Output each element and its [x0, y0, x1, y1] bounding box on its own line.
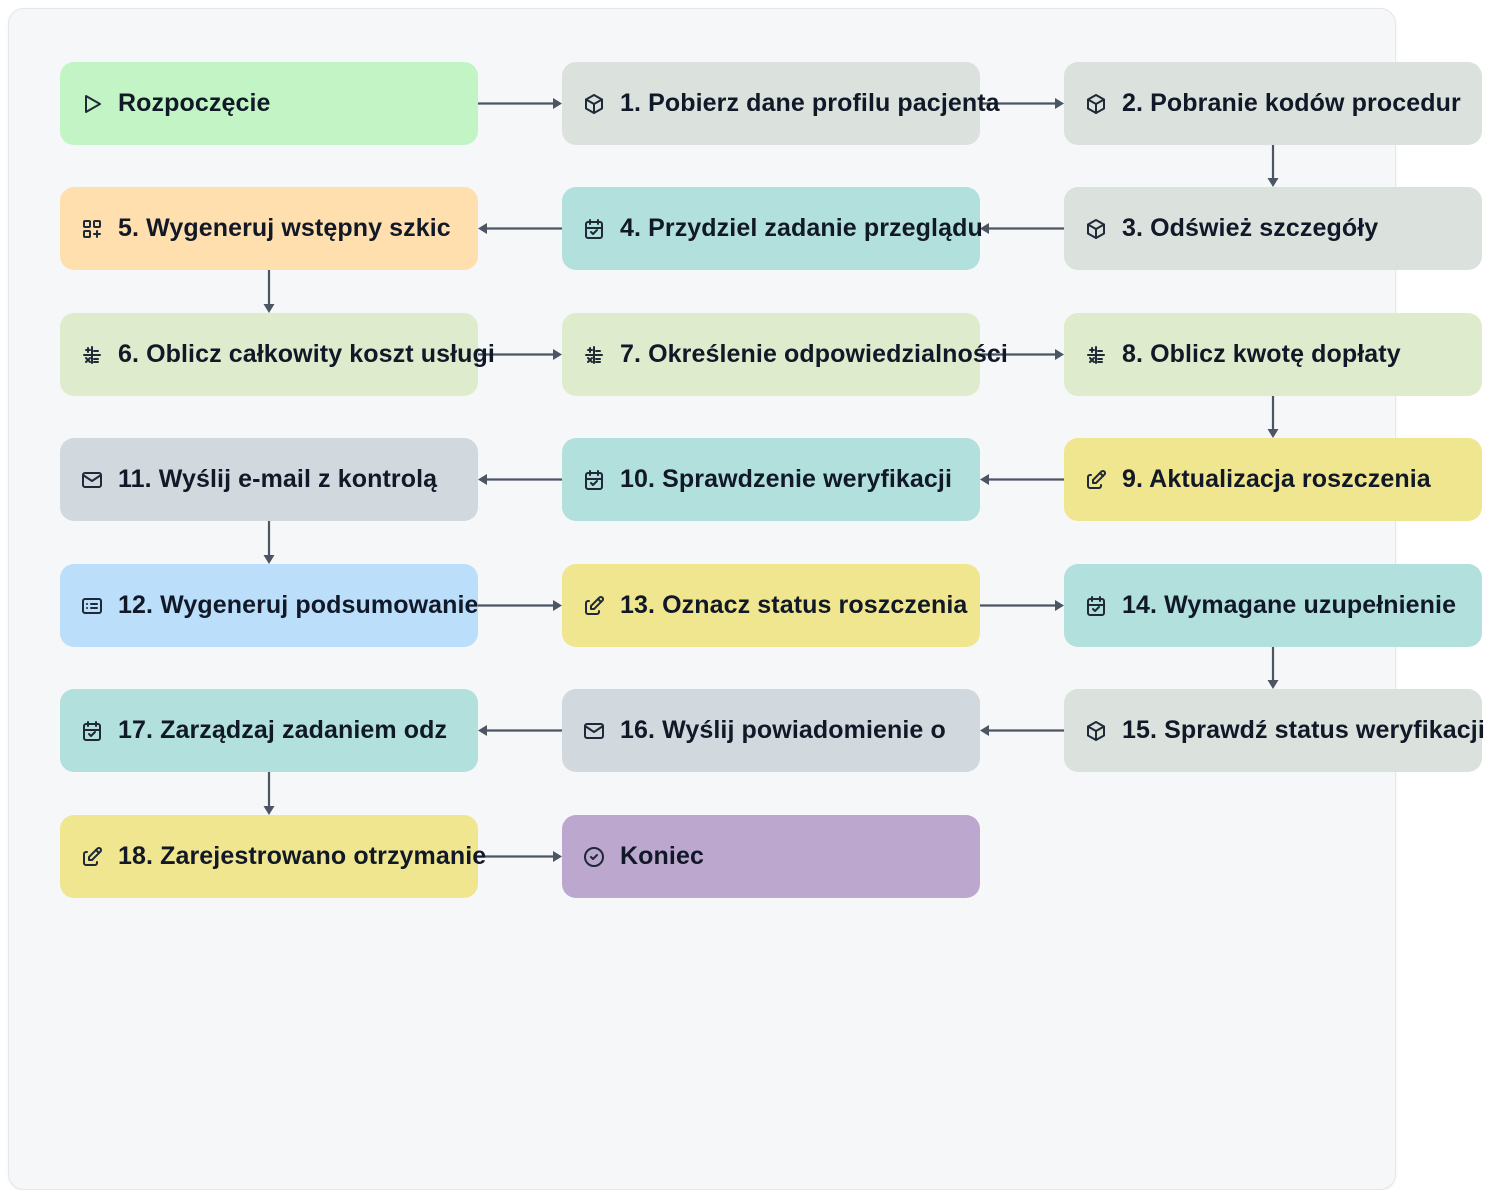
- calculator-icon: [80, 343, 104, 367]
- workflow-node[interactable]: 8. Oblicz kwotę dopłaty: [1064, 313, 1482, 396]
- connector-arrow: [1267, 396, 1279, 438]
- workflow-node[interactable]: 7. Określenie odpowiedzialności: [562, 313, 1008, 396]
- node-label: 4. Przydziel zadanie przeglądu: [620, 214, 983, 242]
- box-icon: [1084, 719, 1108, 743]
- node-label: 18. Zarejestrowano otrzymanie: [118, 842, 487, 870]
- node-label: 16. Wyślij powiadomienie o: [620, 716, 946, 744]
- workflow-node[interactable]: 5. Wygeneruj wstępny szkic: [60, 187, 478, 270]
- calendar-check-icon: [1084, 594, 1108, 618]
- workflow-node[interactable]: 12. Wygeneruj podsumowanie: [60, 564, 478, 647]
- connector-arrow: [478, 98, 562, 109]
- calendar-check-icon: [582, 468, 606, 492]
- connector-arrow: [478, 725, 562, 736]
- workflow-node[interactable]: 1. Pobierz dane profilu pacjenta: [562, 62, 1000, 145]
- workflow-node[interactable]: 16. Wyślij powiadomienie o: [562, 689, 980, 772]
- apps-add-icon: [80, 217, 104, 241]
- workflow-node[interactable]: 11. Wyślij e-mail z kontrolą: [60, 438, 478, 521]
- workflow-node[interactable]: Rozpoczęcie: [60, 62, 478, 145]
- node-label: 14. Wymagane uzupełnienie: [1122, 591, 1457, 619]
- calendar-check-icon: [80, 719, 104, 743]
- workflow-node[interactable]: 9. Aktualizacja roszczenia: [1064, 438, 1482, 521]
- workflow-node[interactable]: 17. Zarządzaj zadaniem odz: [60, 689, 478, 772]
- connector-arrow: [980, 725, 1064, 736]
- connector-arrow: [478, 223, 562, 234]
- node-label: 15. Sprawdź status weryfikacji: [1122, 716, 1485, 744]
- node-label: 2. Pobranie kodów procedur: [1122, 89, 1461, 117]
- box-icon: [582, 92, 606, 116]
- connector-arrow: [263, 270, 275, 313]
- edit-icon: [1084, 468, 1108, 492]
- workflow-node[interactable]: 18. Zarejestrowano otrzymanie: [60, 815, 487, 898]
- connector-arrow: [263, 772, 275, 815]
- connector-arrow: [478, 474, 562, 485]
- node-label: 11. Wyślij e-mail z kontrolą: [118, 465, 438, 493]
- node-label: 3. Odśwież szczegóły: [1122, 214, 1379, 242]
- connector-arrow: [980, 474, 1064, 485]
- workflow-node[interactable]: 14. Wymagane uzupełnienie: [1064, 564, 1482, 647]
- node-label: 13. Oznacz status roszczenia: [620, 591, 968, 619]
- list-details-icon: [80, 594, 104, 618]
- workflow-node[interactable]: 2. Pobranie kodów procedur: [1064, 62, 1482, 145]
- circle-check-icon: [582, 845, 606, 869]
- node-label: 12. Wygeneruj podsumowanie: [118, 591, 479, 619]
- mail-icon: [80, 468, 104, 492]
- workflow-node[interactable]: Koniec: [562, 815, 980, 898]
- node-label: 10. Sprawdzenie weryfikacji: [620, 465, 953, 493]
- node-label: 7. Określenie odpowiedzialności: [620, 340, 1008, 368]
- connector-arrow: [478, 600, 562, 611]
- calculator-icon: [1084, 343, 1108, 367]
- connector-arrow: [1267, 145, 1279, 187]
- node-label: 17. Zarządzaj zadaniem odz: [118, 716, 448, 744]
- connector-arrow: [980, 600, 1064, 611]
- calendar-check-icon: [582, 217, 606, 241]
- connector-arrow: [478, 851, 562, 862]
- connector-arrow: [263, 521, 275, 564]
- node-label: 8. Oblicz kwotę dopłaty: [1122, 340, 1401, 368]
- calculator-icon: [582, 343, 606, 367]
- workflow-canvas: Rozpoczęcie 1. Pobierz dane profilu pacje…: [8, 8, 1485, 1190]
- node-label: 1. Pobierz dane profilu pacjenta: [620, 89, 1000, 117]
- mail-icon: [582, 719, 606, 743]
- edit-icon: [80, 845, 104, 869]
- node-label: Koniec: [620, 842, 704, 870]
- workflow-node[interactable]: 13. Oznacz status roszczenia: [562, 564, 980, 647]
- play-icon: [80, 92, 104, 116]
- workflow-node[interactable]: 4. Przydziel zadanie przeglądu: [562, 187, 983, 270]
- node-label: 5. Wygeneruj wstępny szkic: [118, 214, 451, 242]
- edit-icon: [582, 594, 606, 618]
- workflow-node[interactable]: 6. Oblicz całkowity koszt usługi: [60, 313, 495, 396]
- node-label: 6. Oblicz całkowity koszt usługi: [118, 340, 495, 368]
- workflow-node[interactable]: 15. Sprawdź status weryfikacji: [1064, 689, 1485, 772]
- box-icon: [1084, 92, 1108, 116]
- node-label: Rozpoczęcie: [118, 89, 271, 117]
- box-icon: [1084, 217, 1108, 241]
- workflow-node[interactable]: 3. Odśwież szczegóły: [1064, 187, 1482, 270]
- connector-arrow: [1267, 647, 1279, 689]
- node-label: 9. Aktualizacja roszczenia: [1122, 465, 1431, 493]
- connector-arrow: [980, 223, 1064, 234]
- workflow-node[interactable]: 10. Sprawdzenie weryfikacji: [562, 438, 980, 521]
